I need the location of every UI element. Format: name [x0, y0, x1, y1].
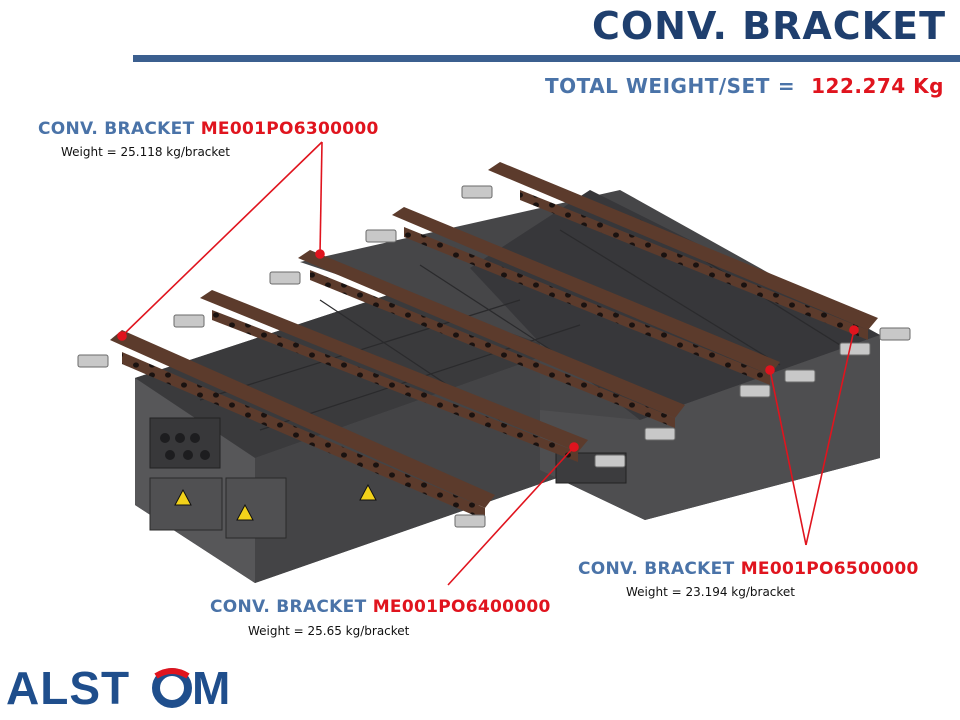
bracket-2 — [200, 290, 588, 462]
connector-panel — [149, 417, 221, 469]
total-weight-label: TOTAL WEIGHT/SET — [544, 74, 770, 98]
bracket-part-number: ME001PO6300000 — [200, 119, 379, 139]
warning-icon — [236, 503, 254, 521]
total-weight-equals: = — [777, 74, 796, 98]
bracket-label-prefix: CONV. BRACKET — [210, 597, 367, 617]
slide-title: CONV. BRACKET — [591, 4, 946, 48]
bracket-part-number: ME001PO6400000 — [372, 597, 551, 617]
bracket-1 — [110, 330, 495, 520]
bracket-weight-1: Weight = 25.118 kg/bracket — [61, 145, 231, 159]
alstom-logo: ALST M — [6, 662, 230, 712]
bracket-part-number: ME001PO6500000 — [740, 559, 919, 579]
title-underline — [133, 55, 960, 62]
svg-text:ALST: ALST — [6, 662, 130, 712]
warning-icon — [359, 483, 377, 501]
bracket-label-prefix: CONV. BRACKET — [38, 119, 195, 139]
total-weight-value: 122.274 Kg — [811, 74, 944, 98]
bracket-3 — [298, 250, 685, 428]
bracket-label-2: CONV. BRACKET ME001PO6400000 — [210, 597, 551, 617]
bracket-weight-3: Weight = 23.194 kg/bracket — [626, 585, 796, 599]
bracket-label-prefix: CONV. BRACKET — [578, 559, 735, 579]
callout-leaders — [117, 141, 859, 586]
bracket-5 — [488, 162, 878, 340]
bracket-4 — [392, 207, 780, 385]
bracket-label-3: CONV. BRACKET ME001PO6500000 — [578, 559, 919, 579]
total-weight: TOTAL WEIGHT/SET = 122.274 Kg — [545, 74, 944, 98]
svg-text:M: M — [192, 662, 230, 712]
warning-icon — [174, 488, 192, 506]
bracket-weight-2: Weight = 25.65 kg/bracket — [248, 624, 410, 638]
bracket-label-1: CONV. BRACKET ME001PO6300000 — [38, 119, 379, 139]
